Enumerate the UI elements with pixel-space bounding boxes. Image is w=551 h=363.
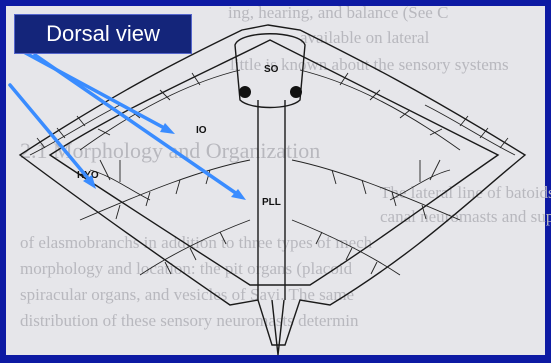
bg-text-line: distribution of these sensory neuromasts… xyxy=(20,311,359,330)
right-spiracle xyxy=(290,86,302,98)
slide-border-bottom xyxy=(0,355,551,363)
bg-text-line: ing, hearing, and balance (See C xyxy=(228,3,448,22)
label-pll: PLL xyxy=(262,197,281,208)
slide-border-left xyxy=(0,0,6,363)
bg-text-line: The lateral line of batoids consists of … xyxy=(380,183,551,202)
dorsal-view-label: Dorsal view xyxy=(14,14,192,54)
slide-border-right xyxy=(545,0,551,363)
bg-text-line: available on lateral xyxy=(300,28,430,47)
left-spiracle xyxy=(239,86,251,98)
dorsal-view-label-text: Dorsal view xyxy=(46,21,160,47)
label-io: IO xyxy=(196,125,207,136)
label-so: SO xyxy=(264,64,279,75)
bg-text-line: canal neuromasts and superficial neuroma… xyxy=(380,207,551,226)
